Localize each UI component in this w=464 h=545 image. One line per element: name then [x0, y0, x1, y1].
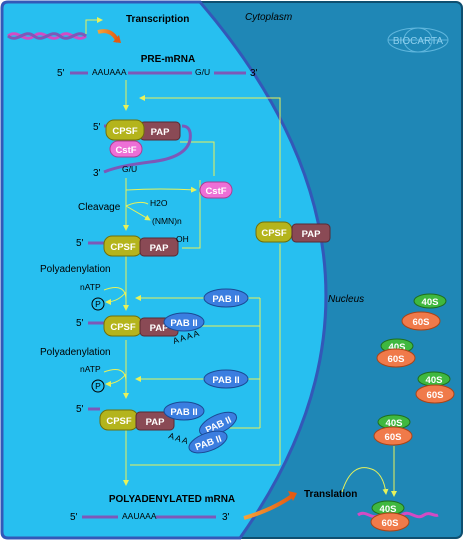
free-cpsf-pap: CPSF PAP: [255, 221, 331, 243]
svg-text:P: P: [95, 381, 101, 391]
svg-text:PAB II: PAB II: [170, 407, 197, 418]
complex-2: 5' CPSF PAP OH: [76, 234, 189, 257]
svg-text:PAP: PAP: [151, 127, 170, 138]
nucleus-label: Nucleus: [328, 294, 364, 305]
nmn-label: (NMN)n: [152, 216, 182, 226]
svg-text:60S: 60S: [427, 390, 444, 401]
cytoplasm-label: Cytoplasm: [245, 12, 292, 23]
svg-text:G/U: G/U: [122, 164, 137, 174]
svg-text:5': 5': [70, 512, 78, 523]
pre-mrna-strand: 5' 3' AAUAAA G/U: [57, 67, 258, 79]
ribosome-3: 40S 60S: [415, 371, 455, 404]
polyadenylation-label-1: Polyadenylation: [40, 264, 111, 275]
svg-text:3': 3': [93, 168, 101, 179]
svg-text:CstF: CstF: [115, 145, 136, 156]
svg-text:40S: 40S: [389, 342, 406, 353]
svg-text:5': 5': [57, 68, 65, 79]
svg-text:40S: 40S: [380, 504, 397, 515]
svg-text:5': 5': [76, 238, 84, 249]
phosphate-2: [91, 379, 105, 393]
transcription-start-arrow: [85, 17, 103, 34]
cstf-box: [109, 140, 143, 158]
svg-text:5': 5': [76, 404, 84, 415]
svg-text:AAUAAA: AAUAAA: [122, 511, 157, 521]
translation-loop-arrow: [341, 467, 389, 495]
translating-ribosome: 40S 60S: [357, 500, 439, 532]
pab2-free-2: PAB II: [203, 369, 249, 389]
svg-text:PAP: PAP: [146, 417, 165, 428]
svg-text:60S: 60S: [413, 317, 430, 328]
translation-label: Translation: [304, 489, 357, 500]
main-flow-arrows: [103, 80, 281, 486]
complex-4: 5' CPSF PAP PAB II PAB II PAB II A A A: [76, 401, 238, 454]
svg-text:5': 5': [76, 318, 84, 329]
svg-text:PAB II: PAB II: [170, 318, 197, 329]
svg-text:40S: 40S: [426, 375, 443, 386]
svg-text:P: P: [95, 299, 101, 309]
logo-text: BIOCARTA: [393, 36, 444, 47]
ribosome-4: 40S 60S: [373, 414, 413, 446]
polyadenylated-mrna-label: POLYADENYLATED mRNA: [109, 494, 235, 505]
svg-text:AAUAAA: AAUAAA: [92, 67, 127, 77]
svg-text:PAP: PAP: [150, 323, 169, 334]
water-label: H2O: [150, 198, 168, 208]
svg-text:CPSF: CPSF: [112, 126, 138, 137]
svg-text:3': 3': [250, 68, 258, 79]
svg-text:PAP: PAP: [302, 229, 321, 240]
svg-text:60S: 60S: [385, 432, 402, 443]
cstf-released: CstF: [199, 181, 233, 199]
ribosome-2: 40S 60S: [376, 338, 416, 368]
svg-text:CstF: CstF: [205, 186, 226, 197]
pab2-free-1: PAB II: [203, 288, 249, 308]
svg-text:OH: OH: [176, 234, 189, 244]
transcription-label: Transcription: [126, 14, 189, 25]
translation-arrow: [243, 494, 294, 520]
biocarta-logo: BIOCARTA: [387, 27, 449, 53]
svg-text:40S: 40S: [386, 418, 403, 429]
svg-text:CPSF: CPSF: [261, 228, 287, 239]
svg-text:5': 5': [93, 122, 101, 133]
mature-mrna-strand: 5' 3' AAUAAA: [70, 511, 230, 523]
natp-label-2: nATP: [80, 364, 101, 374]
phosphate-1: [91, 297, 105, 311]
svg-text:60S: 60S: [388, 354, 405, 365]
ribosome-1: 40S 60S: [401, 293, 447, 331]
svg-text:60S: 60S: [382, 518, 399, 529]
svg-text:40S: 40S: [422, 297, 439, 308]
svg-text:PAB II: PAB II: [212, 294, 239, 305]
polyadenylation-label-2: Polyadenylation: [40, 347, 111, 358]
svg-text:G/U: G/U: [195, 67, 210, 77]
pre-mrna-label: PRE-mRNA: [141, 54, 195, 65]
cleavage-label: Cleavage: [78, 202, 121, 213]
svg-text:3': 3': [222, 512, 230, 523]
cpsf-box: [105, 119, 145, 141]
nucleus-region: [0, 0, 328, 540]
svg-text:CPSF: CPSF: [110, 242, 136, 253]
svg-text:CPSF: CPSF: [110, 322, 136, 333]
svg-text:PAB II: PAB II: [212, 375, 239, 386]
svg-text:CPSF: CPSF: [106, 416, 132, 427]
svg-text:PAP: PAP: [150, 243, 169, 254]
complex-1: 5' 3' G/U PAP CPSF CstF: [93, 119, 192, 179]
natp-label-1: nATP: [80, 282, 101, 292]
dna-helix: [7, 32, 87, 40]
